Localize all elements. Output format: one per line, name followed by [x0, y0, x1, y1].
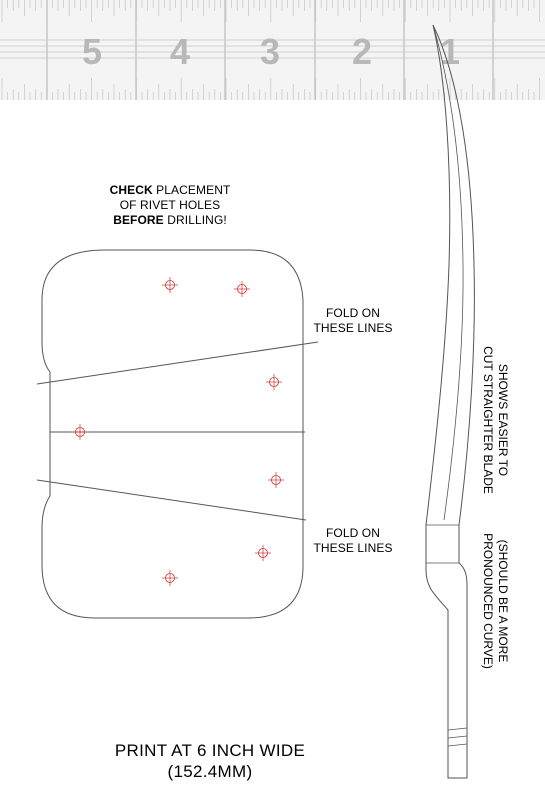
knife-handle-band [447, 727, 468, 731]
ruler-number-4: 4 [170, 31, 190, 72]
ruler-number-1: 1 [440, 31, 460, 72]
ruler-background [0, 0, 545, 100]
rivet-hole [162, 570, 178, 586]
knife-handle-band [447, 735, 468, 739]
curve-note-line: (SHOULD BE A MORE [496, 539, 510, 663]
warning-bold-check: CHECK [109, 183, 153, 197]
blade-note: SHOWS EASIER TO CUT STRAIGHTER BLADE [480, 325, 510, 515]
ruler-numbers: 5 4 3 2 1 [82, 31, 460, 72]
fold-note-bottom: FOLD ON THESE LINES [308, 526, 398, 556]
warning-text: OF RIVET HOLES [119, 198, 221, 212]
rivet-warning-note: CHECK PLACEMENT OF RIVET HOLES BEFORE DR… [90, 183, 250, 228]
knife-handle-band [447, 743, 468, 747]
ruler-number-3: 3 [260, 31, 280, 72]
fold-note-line: THESE LINES [313, 321, 393, 335]
warning-text: DRILLING! [163, 213, 227, 227]
rivet-hole [72, 424, 88, 440]
sheath-outline [41, 249, 304, 619]
rivet-hole [255, 545, 271, 561]
ruler-number-5: 5 [82, 31, 102, 72]
ruler: 5 4 3 2 1 [0, 0, 545, 100]
ruler-number-2: 2 [352, 31, 372, 72]
fold-note-line: FOLD ON [325, 306, 381, 320]
knife-outline [425, 24, 475, 779]
rivet-hole [266, 374, 282, 390]
fold-note-top: FOLD ON THESE LINES [308, 306, 398, 336]
fold-note-line: THESE LINES [313, 541, 393, 555]
rivet-hole [268, 472, 284, 488]
fold-line-top [36, 341, 319, 385]
blade-note-line: SHOWS EASIER TO [496, 363, 510, 477]
print-size-inches: PRINT AT 6 INCH WIDE [114, 741, 306, 760]
print-instructions: PRINT AT 6 INCH WIDE (152.4MM) [60, 740, 360, 782]
rivet-hole [162, 277, 178, 293]
blade-note-line: CUT STRAIGHTER BLADE [481, 346, 495, 494]
knife-edge-line [432, 24, 464, 521]
curve-note-line: PRONOUNCED CURVE) [481, 533, 495, 669]
ruler-ticks [0, 0, 545, 100]
print-size-mm: (152.4MM) [167, 762, 253, 781]
warning-text: PLACEMENT [152, 183, 231, 197]
curve-note: (SHOULD BE A MORE PRONOUNCED CURVE) [480, 501, 510, 701]
warning-bold-before: BEFORE [113, 213, 164, 227]
fold-line-bottom [36, 479, 307, 521]
rivet-hole [234, 281, 250, 297]
fold-note-line: FOLD ON [325, 526, 381, 540]
